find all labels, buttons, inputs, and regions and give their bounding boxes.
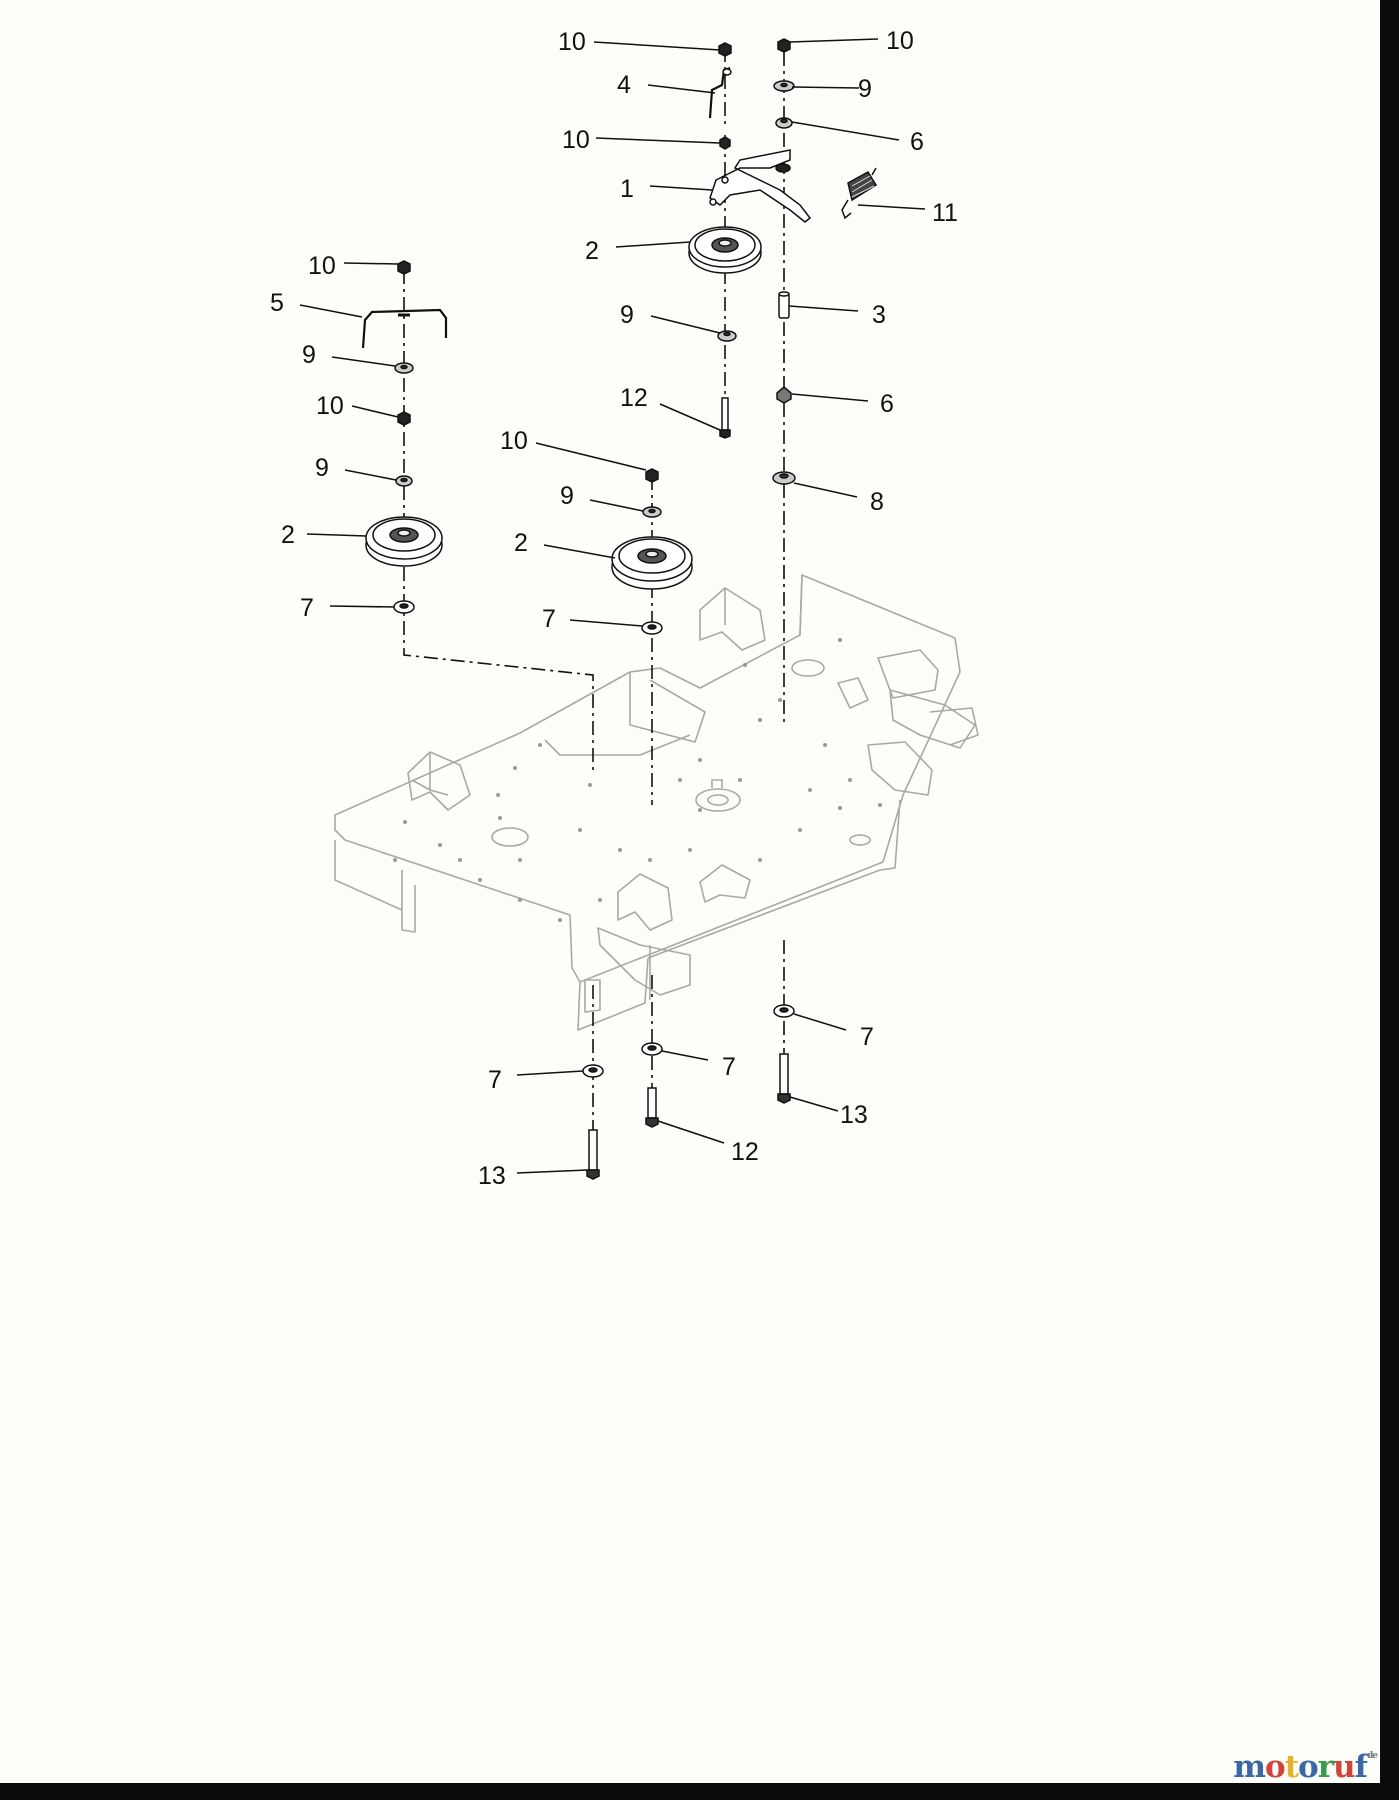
- callout-10-e: 10: [316, 392, 344, 420]
- watermark-letter: m: [1233, 1749, 1266, 1785]
- washer-7-a: [393, 600, 415, 614]
- callout-3: 3: [872, 301, 886, 329]
- callout-10-d: 10: [308, 252, 336, 280]
- callout-7-d: 7: [722, 1053, 736, 1081]
- washer-9-c: [394, 362, 414, 374]
- callout-9-d: 9: [315, 454, 329, 482]
- callout-9-e: 9: [560, 482, 574, 510]
- washer-7-d: [641, 1042, 663, 1056]
- watermark-letter: f: [1354, 1749, 1368, 1785]
- callout-10-f: 10: [500, 427, 528, 455]
- callout-7-b: 7: [542, 605, 556, 633]
- washer-9-b: [773, 80, 795, 92]
- bolt-13-a: [777, 1053, 791, 1104]
- bushing-6-b: [776, 386, 792, 404]
- callout-9-b: 9: [858, 75, 872, 103]
- leader-lines: [299, 38, 926, 1174]
- callout-11: 11: [932, 199, 958, 227]
- deck-plate: [334, 574, 979, 1031]
- washer-9-a: [717, 330, 737, 342]
- callout-2-c: 2: [514, 529, 528, 557]
- nut-10-b: [719, 136, 731, 150]
- callout-2-b: 2: [281, 521, 295, 549]
- watermark-letter: u: [1333, 1749, 1356, 1785]
- watermark-letter: t: [1284, 1749, 1299, 1785]
- callout-labels: 10 4 10 1 2 9 12 10 9 6 11 3 6 8 10 5 9 …: [270, 27, 958, 1190]
- spacer-3: [778, 291, 790, 319]
- hardware-parts: [361, 38, 878, 1180]
- washer-9-e: [642, 506, 662, 518]
- watermark-letter: r: [1317, 1749, 1334, 1785]
- watermark-letter: o: [1298, 1749, 1319, 1785]
- nut-10-d: [397, 260, 411, 275]
- callout-13-a: 13: [840, 1101, 868, 1129]
- bolt-12-a: [719, 397, 731, 439]
- pulley-2-b: [365, 516, 443, 567]
- watermark-letter: o: [1265, 1749, 1286, 1785]
- bushing-6-a: [775, 117, 793, 129]
- callout-10-c: 10: [886, 27, 914, 55]
- washer-7-c: [773, 1004, 795, 1018]
- exploded-parts-diagram: 10 4 10 1 2 9 12 10 9 6 11 3 6 8 10 5 9 …: [270, 27, 979, 1190]
- nut-10-f: [645, 468, 659, 483]
- washer-8: [772, 471, 796, 485]
- callout-5: 5: [270, 289, 284, 317]
- callout-1: 1: [620, 175, 634, 203]
- motoruf-watermark-logo: motorufde: [1233, 1749, 1378, 1785]
- callout-7-e: 7: [488, 1066, 502, 1094]
- callout-4: 4: [617, 71, 631, 99]
- bolt-12-b: [645, 1087, 659, 1128]
- nut-10-c: [777, 38, 791, 53]
- callout-2-a: 2: [585, 237, 599, 265]
- callout-6-a: 6: [910, 128, 924, 156]
- pulley-2-c: [611, 536, 693, 590]
- callout-10-b: 10: [562, 126, 590, 154]
- rod-4: [708, 66, 732, 119]
- rod-5: [361, 308, 448, 349]
- callout-13-b: 13: [478, 1162, 506, 1190]
- watermark-suffix: de: [1366, 1751, 1378, 1761]
- callout-9-a: 9: [620, 301, 634, 329]
- nut-10-a: [718, 42, 732, 57]
- callout-10-a: 10: [558, 28, 586, 56]
- callout-8: 8: [870, 488, 884, 516]
- center-lines: [403, 48, 785, 1160]
- bolt-13-b: [586, 1129, 600, 1180]
- pulley-2-a: [688, 226, 762, 274]
- spring-11: [841, 167, 878, 220]
- callout-7-c: 7: [860, 1023, 874, 1051]
- deck-holes: [393, 638, 882, 922]
- nut-10-e: [397, 411, 411, 426]
- bottom-border-bar: [0, 1783, 1399, 1800]
- callout-6-b: 6: [880, 390, 894, 418]
- callout-7-a: 7: [300, 594, 314, 622]
- right-border-bar: [1380, 0, 1399, 1800]
- parts-diagram-canvas: 10 4 10 1 2 9 12 10 9 6 11 3 6 8 10 5 9 …: [270, 27, 979, 1190]
- callout-12-a: 12: [620, 384, 648, 412]
- callout-12-b: 12: [731, 1138, 759, 1166]
- callout-9-c: 9: [302, 341, 316, 369]
- washer-9-d: [395, 475, 413, 487]
- idler-arm-1: [709, 149, 812, 223]
- washer-7-b: [641, 621, 663, 635]
- washer-7-e: [582, 1064, 604, 1078]
